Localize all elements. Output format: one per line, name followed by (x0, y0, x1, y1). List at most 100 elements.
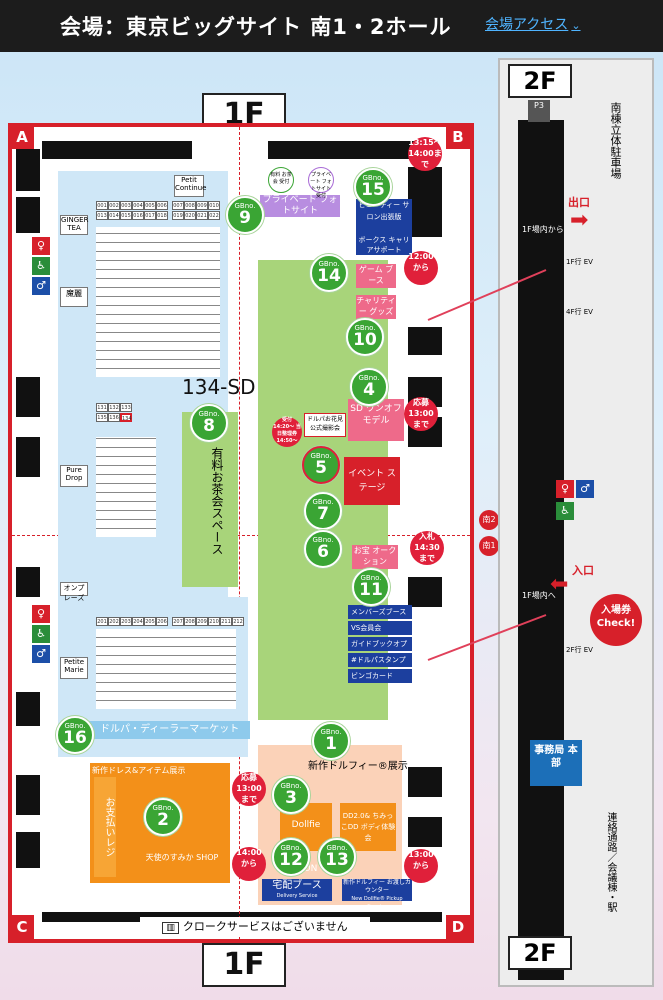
sumika-shop-label: 天使のすみか SHOP (145, 853, 219, 862)
corner-d: D (446, 915, 470, 939)
booth-cell[interactable]: 004 (132, 201, 144, 210)
booth-cell[interactable]: 009 (196, 201, 208, 210)
booth-cell[interactable]: 005 (144, 201, 156, 210)
wall-top-left (42, 141, 192, 159)
gb-badge-3[interactable]: GBno.3 (272, 776, 310, 814)
booth-cell[interactable]: 204 (132, 617, 144, 626)
gb-number: 11 (359, 580, 383, 600)
booth-cell[interactable]: 135 (96, 413, 108, 422)
booth-cell[interactable]: 019 (172, 211, 184, 220)
pickup-counter: 新作ドルフィー お渡しカウンター New Dollfie® Pickup Cou… (342, 879, 412, 910)
gb-number: 3 (285, 788, 297, 808)
tea-space-label: 有料お茶会スペース (210, 447, 224, 555)
floor-label-bottom: 1F (202, 943, 286, 987)
gb-badge-12[interactable]: GBno.12 (272, 838, 310, 876)
time-badge: 13:00 から (404, 849, 438, 883)
booth-cell[interactable]: 211 (220, 617, 232, 626)
gb-badge-14[interactable]: GBno.14 (310, 254, 348, 292)
restroom-female-icon: ♀ (556, 480, 574, 498)
booth-cell[interactable]: 010 (208, 201, 220, 210)
access-link[interactable]: 会場アクセス⌄ (485, 14, 581, 34)
gb-badge-16[interactable]: GBno.16 (56, 716, 94, 754)
booth-cell[interactable]: 021 (196, 211, 208, 220)
gb-badge-9[interactable]: GBno.9 (226, 196, 264, 234)
gb-badge-13[interactable]: GBno.13 (318, 838, 356, 876)
booth-cell[interactable]: 206 (156, 617, 168, 626)
booth-cell[interactable]: 013 (96, 211, 108, 220)
floor-label-2f-bottom: 2F (508, 936, 572, 970)
booth-cell[interactable]: 018 (156, 211, 168, 220)
gb-number: 8 (203, 416, 215, 436)
gb-badge-5[interactable]: GBno.5 (302, 446, 340, 484)
from-1f-label: 1F場内から (522, 225, 564, 234)
booth-cell[interactable]: 207 (172, 617, 184, 626)
gb-badge-1[interactable]: GBno.1 (312, 722, 350, 760)
gb-badge-4[interactable]: GBno.4 (350, 368, 388, 406)
gb-prefix: GBno. (318, 260, 340, 268)
booth-cell[interactable]: 210 (208, 617, 220, 626)
wall-left-4 (16, 437, 40, 477)
gb-prefix: GBno. (320, 728, 342, 736)
header-bar: 会場：東京ビッグサイト 南1・2ホール 会場アクセス⌄ (0, 0, 663, 52)
booth-cell[interactable]: 203 (120, 617, 132, 626)
wall-top-right (268, 141, 438, 159)
cloak-notice: ▥クロークサービスはございません (140, 917, 370, 937)
booth-cell[interactable]: 022 (208, 211, 220, 220)
gb-badge-6[interactable]: GBno.6 (304, 530, 342, 568)
gb-badge-15[interactable]: GBno.15 (354, 168, 392, 206)
main-hall-map: 001 002 003 004 005 006 007 008 009 010 … (8, 123, 474, 943)
gb-badge-10[interactable]: GBno.10 (346, 318, 384, 356)
booth-cell[interactable]: 020 (184, 211, 196, 220)
booth-highlight-label: 134-SD (182, 375, 256, 399)
booth-cell[interactable]: 001 (96, 201, 108, 210)
gb-number: 14 (317, 266, 341, 286)
booth-cell[interactable]: 132 (108, 403, 120, 412)
center-line-horizontal (12, 535, 470, 536)
booth-cell[interactable]: 208 (184, 617, 196, 626)
booth-cell[interactable]: 008 (184, 201, 196, 210)
connector-line-upper (427, 269, 547, 321)
booth-cell[interactable]: 202 (108, 617, 120, 626)
delivery-booth-label: 宅配ブース (272, 880, 322, 891)
booth-cell[interactable]: 201 (96, 617, 108, 626)
booth-cell[interactable]: 133 (120, 403, 132, 412)
page-title: 会場：東京ビッグサイト 南1・2ホール (60, 15, 452, 39)
to-1f-label: 1F場内へ (522, 591, 556, 600)
parking-icon: P3 (528, 100, 550, 122)
charity-goods-booth: チャリティー グッズ (356, 295, 396, 319)
wall-left-6 (16, 692, 40, 726)
corner-a: A (10, 125, 34, 149)
parking-label: 南棟立体駐車場 (609, 102, 622, 179)
gb-badge-7[interactable]: GBno.7 (304, 492, 342, 530)
booth-cell[interactable]: 212 (232, 617, 244, 626)
accessible-restroom-icon: ♿ (32, 625, 50, 643)
booth-cell-134-highlight[interactable]: 134 (120, 413, 132, 422)
booth-cell[interactable]: 016 (132, 211, 144, 220)
pickup-counter-label: 新作ドルフィー お渡しカウンター (343, 879, 411, 894)
stamp-booth: #ドルパスタンプ (348, 653, 412, 667)
gb-badge-8[interactable]: GBno.8 (190, 404, 228, 442)
booth-block-lower (96, 629, 236, 709)
booth-cell[interactable]: 209 (196, 617, 208, 626)
booth-cell[interactable]: 205 (144, 617, 156, 626)
booth-cell[interactable]: 131 (96, 403, 108, 412)
gb-number: 12 (279, 850, 303, 870)
gb-badge-2[interactable]: GBno.2 (144, 798, 182, 836)
gb-prefix: GBno. (354, 324, 376, 332)
booth-cell[interactable]: 015 (120, 211, 132, 220)
booth-cell[interactable]: 003 (120, 201, 132, 210)
gb-prefix: GBno. (280, 782, 302, 790)
booth-cell[interactable]: 017 (144, 211, 156, 220)
south-1-label: 南1 (479, 536, 499, 556)
booth-cell[interactable]: 014 (108, 211, 120, 220)
booth-cell[interactable]: 136 (108, 413, 120, 422)
gb-badge-11[interactable]: GBno.11 (352, 568, 390, 606)
guidebook-booth: ガイドブックオプション (348, 637, 412, 662)
booth-cell[interactable]: 002 (108, 201, 120, 210)
booth-cell[interactable]: 006 (156, 201, 168, 210)
vs-meeting-booth: VS会員会 (348, 621, 412, 635)
delivery-booth: 宅配ブース Delivery Service (262, 879, 332, 901)
ginger-tea-label: GINGER TEA (60, 215, 88, 235)
gb-prefix: GBno. (312, 498, 334, 506)
booth-cell[interactable]: 007 (172, 201, 184, 210)
